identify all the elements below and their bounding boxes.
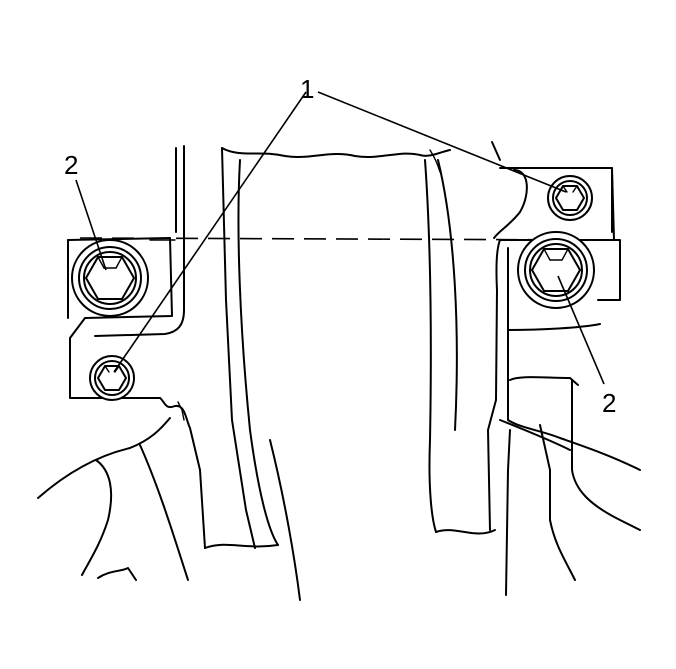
callout-2-left: 2 [64,150,78,180]
hex-bolt-icon [547,175,593,221]
right-bracket [487,141,641,596]
leader-lines [75,91,605,385]
callout-1: 1 [300,74,314,104]
leader-1-left [113,91,307,373]
left-bracket [37,145,206,581]
leader-1-right [317,91,567,193]
leader-2-left [75,179,107,271]
callout-2-right: 2 [602,388,616,418]
leader-2-right [557,275,605,385]
hex-bolt-icon [71,239,149,317]
housing [204,147,496,601]
hex-bolt-icon [517,231,595,309]
centerline [79,237,611,241]
hex-bolt-icon [89,355,135,401]
